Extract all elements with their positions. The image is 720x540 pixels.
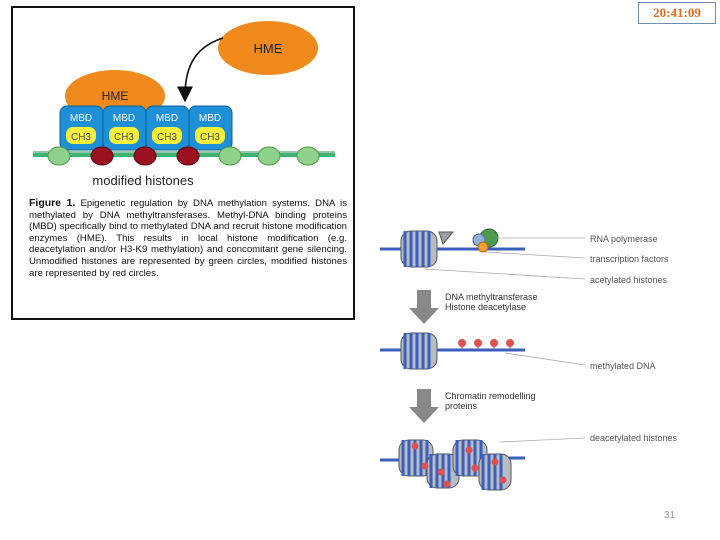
step1-enzyme-2: Histone deacetylase xyxy=(445,302,526,312)
mbd-label: MBD xyxy=(70,113,92,124)
histones-label: modified histones xyxy=(92,173,194,188)
unmodified-histone xyxy=(296,146,320,166)
label-rna-polymerase: RNA polymerase xyxy=(590,234,658,244)
caption-text: Epigenetic regulation by DNA methylation… xyxy=(29,198,347,279)
modified-histone xyxy=(90,146,114,166)
step2-proteins-1: Chromatin remodelling xyxy=(445,391,536,401)
mbd-label: MBD xyxy=(156,113,178,124)
mbd-label: MBD xyxy=(199,113,221,124)
figure-1-panel: HME HME MBD MBD MBD MBD CH3 CH3 CH3 CH3 xyxy=(11,6,355,320)
modified-histone xyxy=(133,146,157,166)
free-hme-enzyme xyxy=(218,21,318,75)
ch3-methyl-group xyxy=(195,127,225,144)
page-number: 31 xyxy=(664,510,676,521)
figure-1-caption: Figure 1. Epigenetic regulation by DNA m… xyxy=(29,197,347,279)
ch3-label: CH3 xyxy=(200,132,220,143)
step2-proteins-2: proteins xyxy=(445,401,478,411)
step-arrow-2 xyxy=(409,389,439,423)
free-hme-label: HME xyxy=(254,41,283,56)
nucleosome xyxy=(400,332,438,370)
transcription-factor xyxy=(477,241,489,253)
bound-hme-label: HME xyxy=(102,89,129,103)
clock-display: 20:41:09 xyxy=(638,2,716,24)
unmodified-histone xyxy=(47,146,71,166)
recruit-arrow xyxy=(177,37,224,103)
open-chromatin-marker xyxy=(438,231,455,246)
label-deacetylated-histones: deacetylated histones xyxy=(590,433,678,443)
ch3-methyl-group xyxy=(66,127,96,144)
unmodified-histone xyxy=(257,146,281,166)
ch3-label: CH3 xyxy=(157,132,177,143)
ch3-methyl-group xyxy=(109,127,139,144)
figure-1-diagram: HME HME MBD MBD MBD MBD CH3 CH3 CH3 CH3 xyxy=(33,21,335,188)
caption-title: Figure 1. xyxy=(29,197,76,209)
unmodified-histone xyxy=(218,146,242,166)
nucleosome-acetylated xyxy=(400,230,438,268)
label-transcription-factors: transcription factors xyxy=(590,254,669,264)
label-acetylated-histones: acetylated histones xyxy=(590,275,668,285)
step-arrow-1 xyxy=(409,290,439,324)
modified-histone xyxy=(176,146,200,166)
condensed-nucleosomes xyxy=(398,439,512,491)
label-methylated-dna: methylated DNA xyxy=(590,361,656,371)
ch3-label: CH3 xyxy=(114,132,134,143)
ch3-methyl-group xyxy=(152,127,182,144)
methyl-groups xyxy=(458,339,514,350)
figure-2-diagram: RNA polymerase transcription factors ace… xyxy=(380,228,678,491)
mbd-label: MBD xyxy=(113,113,135,124)
ch3-label: CH3 xyxy=(71,132,91,143)
step1-enzyme-1: DNA methyltransferase xyxy=(445,292,538,302)
